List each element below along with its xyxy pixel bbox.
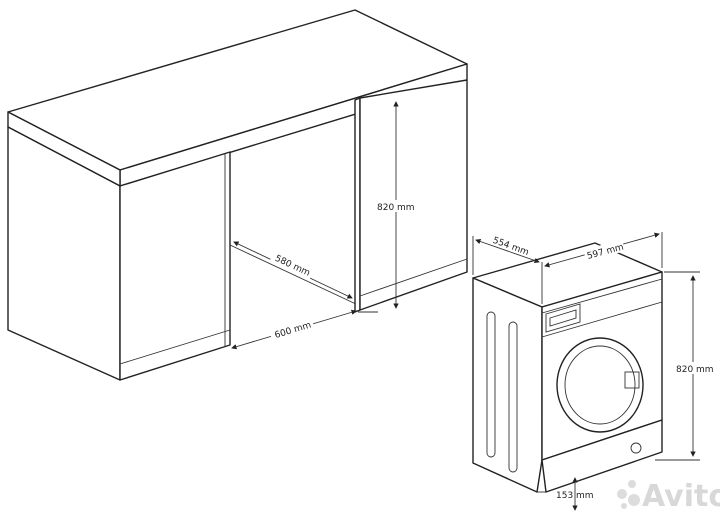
kitchen-cabinet bbox=[7, 9, 468, 381]
detergent-drawer bbox=[549, 309, 577, 327]
washer-side bbox=[472, 277, 543, 493]
watermark-text: Avito bbox=[642, 479, 720, 514]
washer-height-label: 820 mm bbox=[676, 365, 714, 375]
washer-dimensions: 554 mm 597 mm 820 mm 153 mm bbox=[472, 232, 720, 511]
drain-filter bbox=[630, 442, 642, 454]
washing-machine bbox=[472, 242, 663, 493]
cabinet-height-label: 820 mm bbox=[377, 203, 415, 213]
washer-plinth bbox=[541, 419, 663, 493]
door-glass bbox=[564, 345, 636, 425]
side-handle-left bbox=[486, 311, 496, 458]
cabinet-dimensions: 820 mm 580 mm 600 mm bbox=[231, 101, 415, 350]
plinth-height-label: 153 mm bbox=[556, 491, 594, 501]
washer-depth-line bbox=[475, 238, 540, 264]
control-panel bbox=[545, 303, 581, 333]
left-unit-front bbox=[119, 151, 231, 381]
side-handle-right bbox=[508, 321, 518, 473]
door-ring bbox=[556, 337, 644, 433]
door-handle bbox=[624, 371, 640, 389]
right-unit-side bbox=[354, 97, 361, 313]
right-unit-front bbox=[359, 79, 468, 311]
avito-watermark: Avito bbox=[617, 479, 720, 514]
